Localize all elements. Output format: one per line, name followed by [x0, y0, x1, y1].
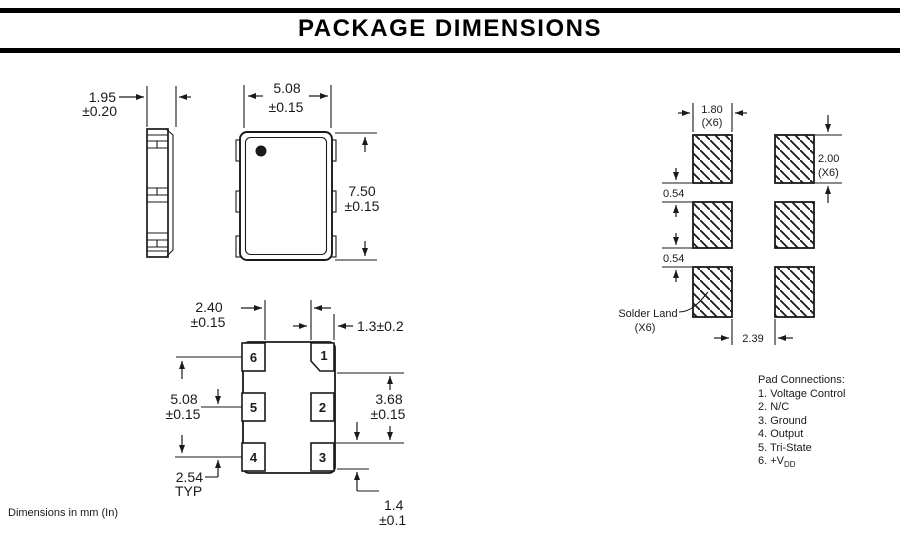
dim-thickness-value: 1.95	[89, 89, 116, 105]
side-castellation-bottom	[147, 232, 168, 252]
dim-pitch-qualifier: TYP	[175, 483, 202, 499]
pad-connection-item: 4. Output	[758, 428, 804, 440]
title-rule-top	[0, 8, 900, 13]
extension-lines	[731, 319, 776, 345]
dim-land-width-value: 1.80	[701, 104, 722, 116]
pad-connection-item: 2. N/C	[758, 401, 790, 413]
dim-pad-span-value: 5.08	[170, 391, 197, 407]
extension-lines	[264, 300, 335, 340]
title-rule-bottom	[0, 48, 900, 53]
dim-inner-span-value: 3.68	[375, 391, 402, 407]
pad-2	[310, 392, 335, 422]
solder-land-pad	[692, 201, 733, 249]
side-view: 1.95 ±0.20	[82, 86, 191, 258]
units-note: Dimensions in mm (In)	[8, 507, 119, 519]
dim-width-value: 5.08	[273, 80, 300, 96]
extension-lines	[175, 356, 242, 458]
package-outline	[239, 131, 333, 261]
dim-pad-height-value: 1.4	[384, 497, 404, 513]
pad-connection-item: 5. Tri-State	[758, 441, 812, 454]
side-castellation-top	[147, 134, 168, 149]
pad-number: 5	[250, 400, 257, 415]
pad-number: 3	[319, 450, 326, 465]
dim-land-width-count: (X6)	[702, 117, 723, 129]
extension-lines	[662, 247, 692, 268]
page-title: PACKAGE DIMENSIONS	[298, 15, 602, 42]
side-castellation-middle	[147, 187, 168, 203]
pad-connections-heading: Pad Connections:	[758, 374, 845, 386]
side-depth-edge	[165, 128, 174, 257]
pin1-marker-dot	[255, 145, 267, 157]
leader-line	[678, 291, 709, 313]
pad-connection-6-subscript: DD	[784, 460, 796, 470]
dim-pitch-value: 2.54	[176, 469, 203, 485]
pad-connection-item: 1. Voltage Control	[758, 387, 846, 400]
dim-height-value: 7.50	[348, 183, 375, 199]
pad-connection-item: 3. Ground	[758, 414, 807, 427]
dim-col-gap-value: 2.39	[742, 333, 763, 345]
extension-lines	[146, 86, 177, 127]
solder-land-pad	[692, 266, 733, 318]
pad-number: 6	[250, 350, 257, 365]
solder-land-pad	[692, 134, 733, 184]
dim-pad-span-tolerance: ±0.15	[166, 406, 201, 422]
pad-number: 1	[320, 348, 327, 363]
extension-lines	[815, 134, 842, 184]
pad-connections-list: Pad Connections: 1. Voltage Control 2. N…	[758, 374, 845, 472]
extension-lines	[662, 182, 692, 203]
extension-lines	[335, 132, 377, 261]
extension-lines	[336, 372, 404, 470]
dim-width-tolerance: ±0.15	[269, 99, 304, 115]
dim-pad-gap-value: 2.40	[195, 299, 222, 315]
dim-inner-span-tolerance: ±0.15	[371, 406, 406, 422]
pad-connection-6-text: 6. +V	[758, 455, 784, 467]
solder-land-pad	[774, 266, 815, 318]
dim-land-height-count: (X6)	[818, 167, 839, 179]
bottom-view: 6 5 4 1 2 3 2.40 ±0.15 1.3±0.2 5.08 ±0.1…	[166, 299, 407, 528]
pad-connection-item: 6. +VDD	[758, 455, 845, 472]
dim-row-gap-value: 0.54	[663, 253, 684, 265]
dim-thickness-tolerance: ±0.20	[82, 103, 117, 119]
dim-pad-width-value: 1.3±0.2	[357, 318, 404, 334]
dim-height-tolerance: ±0.15	[345, 198, 380, 214]
package-lid-outline	[244, 136, 328, 256]
pad-number: 4	[250, 450, 258, 465]
dim-row-gap-value: 0.54	[663, 188, 684, 200]
solder-land-pattern: 1.80 (X6) 2.00 (X6) 0.54 0.54 2.39 Solde…	[618, 103, 842, 345]
pad-3	[310, 442, 335, 472]
solder-land-label: Solder Land	[618, 308, 677, 320]
solder-land-label-count: (X6)	[635, 322, 656, 334]
top-view: 5.08 ±0.15 7.50 ±0.15	[235, 80, 380, 261]
solder-land-pad	[774, 134, 815, 184]
pad-1-chamfered	[310, 342, 335, 372]
extension-lines	[243, 85, 332, 128]
pad-number: 2	[319, 400, 326, 415]
dim-pad-gap-tolerance: ±0.15	[191, 314, 226, 330]
solder-land-pad	[774, 201, 815, 249]
extension-lines	[692, 103, 733, 132]
dim-land-height-value: 2.00	[818, 153, 839, 165]
dim-pad-height-tolerance: ±0.1	[379, 512, 406, 528]
